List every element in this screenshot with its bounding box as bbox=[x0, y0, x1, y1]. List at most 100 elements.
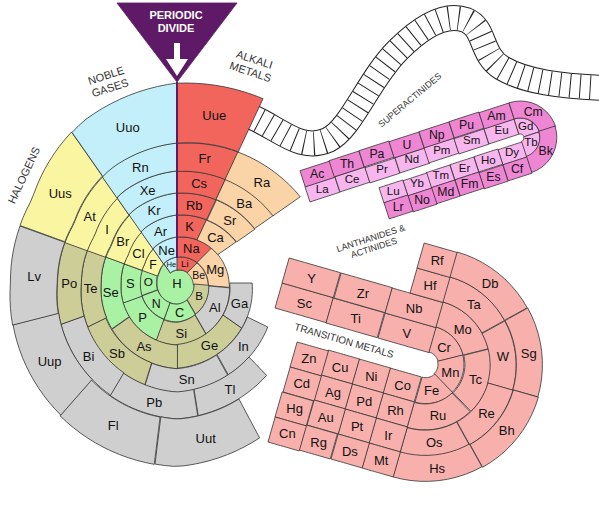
element-symbol: Pt bbox=[351, 420, 363, 433]
element-symbol: Th bbox=[340, 158, 354, 170]
element-symbol: Te bbox=[84, 281, 98, 294]
element-symbol: At bbox=[83, 209, 95, 222]
element-symbol: Ra bbox=[254, 175, 271, 188]
cell-shape bbox=[197, 248, 229, 287]
element-symbol: Be bbox=[192, 270, 205, 281]
element-symbol: Po bbox=[61, 276, 77, 289]
element-symbol: Ds bbox=[342, 445, 358, 458]
element-symbol: Os bbox=[426, 436, 443, 449]
cell-shape bbox=[334, 273, 392, 313]
cell-shape bbox=[389, 132, 424, 158]
element-symbol: Cm bbox=[524, 106, 543, 118]
element-symbol: Re bbox=[478, 407, 495, 420]
element-symbol: Ac bbox=[310, 168, 324, 180]
element-symbol: Sg bbox=[521, 347, 537, 360]
element-symbol: Uut bbox=[196, 431, 216, 444]
element-symbol: Ni bbox=[365, 370, 377, 383]
element-symbol: Md bbox=[437, 186, 454, 198]
element-symbol: Ga bbox=[231, 296, 248, 309]
element-symbol: Cs bbox=[191, 177, 207, 190]
element-symbol: La bbox=[316, 184, 329, 196]
element-symbol: Uue bbox=[202, 108, 226, 121]
element-symbol: Zr bbox=[357, 286, 369, 299]
group-label: ALKALI METALS bbox=[222, 45, 282, 86]
cell-shape bbox=[449, 112, 484, 138]
cell-shape bbox=[470, 390, 538, 467]
element-cell: Bh bbox=[469, 389, 539, 468]
element-symbol: Uus bbox=[49, 187, 72, 200]
cell-shape bbox=[300, 161, 335, 187]
element-symbol: Hf bbox=[424, 279, 437, 292]
element-cell: Uue bbox=[176, 82, 264, 153]
element-symbol: Xe bbox=[140, 183, 156, 196]
element-symbol: Eu bbox=[495, 126, 509, 138]
cell-shape bbox=[117, 3, 237, 82]
element-symbol: F bbox=[149, 258, 157, 270]
element-symbol: W bbox=[497, 350, 509, 363]
cell-shape bbox=[225, 152, 300, 216]
cell-shape bbox=[419, 122, 454, 148]
element-symbol: Lu bbox=[387, 186, 400, 198]
element-symbol: Uup bbox=[38, 355, 62, 368]
cell-shape bbox=[81, 250, 106, 327]
element-symbol: Bk bbox=[538, 145, 552, 157]
element-symbol: Ge bbox=[201, 339, 218, 352]
element-symbol: Co bbox=[394, 379, 411, 392]
element-symbol: U bbox=[402, 139, 411, 151]
cell-shape bbox=[13, 313, 92, 415]
element-cell: Mg bbox=[196, 247, 230, 288]
element-symbol: Ir bbox=[384, 429, 392, 442]
element-symbol: Rb bbox=[186, 198, 203, 211]
element-symbol: Ta bbox=[467, 297, 481, 310]
element-symbol: Pu bbox=[459, 119, 474, 131]
cell-shape bbox=[505, 308, 542, 397]
element-symbol: K bbox=[185, 220, 194, 233]
element-symbol: Cd bbox=[293, 377, 310, 390]
divide-stroke bbox=[176, 82, 178, 258]
cell-shape bbox=[155, 399, 260, 466]
band-fill bbox=[250, 18, 599, 144]
element-cell: Y bbox=[281, 257, 341, 299]
element-symbol: Sn bbox=[179, 372, 195, 385]
element-symbol: Tl bbox=[225, 383, 236, 396]
element-cell: Cn bbox=[267, 416, 307, 452]
cell-shape bbox=[282, 258, 340, 298]
element-symbol: Br bbox=[116, 235, 129, 248]
element-symbol: Al bbox=[209, 301, 221, 314]
element-symbol: Ne bbox=[158, 244, 175, 257]
element-symbol: Lr bbox=[393, 201, 404, 213]
element-symbol: Ti bbox=[350, 311, 360, 324]
element-symbol: Uuo bbox=[116, 120, 140, 133]
element-symbol: Ho bbox=[481, 155, 496, 167]
element-symbol: Sm bbox=[463, 135, 480, 147]
element-symbol: I bbox=[105, 223, 109, 236]
cell-shape bbox=[450, 252, 527, 320]
element-symbol: Mg bbox=[206, 263, 224, 276]
element-symbol: Rg bbox=[310, 436, 327, 449]
element-symbol: Hs bbox=[429, 462, 445, 475]
element-cell: Sg bbox=[504, 307, 543, 398]
cell-shape bbox=[177, 83, 263, 152]
element-cell: Zr bbox=[333, 272, 393, 314]
element-symbol: B bbox=[195, 291, 203, 303]
element-symbol: Cu bbox=[332, 361, 349, 374]
element-symbol: Fl bbox=[108, 419, 119, 432]
element-cell: Uut bbox=[154, 398, 261, 467]
element-symbol: As bbox=[136, 340, 151, 353]
element-symbol: Cl bbox=[132, 247, 144, 260]
element-symbol: Fr bbox=[199, 152, 211, 165]
cell-shape bbox=[10, 226, 65, 325]
element-symbol: Se bbox=[103, 285, 119, 298]
element-symbol: Np bbox=[429, 129, 445, 141]
element-symbol: Pb bbox=[146, 395, 162, 408]
element-symbol: Pr bbox=[376, 164, 388, 176]
cell-shape bbox=[417, 243, 458, 278]
cell-shape bbox=[121, 264, 142, 303]
element-symbol: Rh bbox=[387, 404, 404, 417]
element-symbol: Db bbox=[482, 277, 499, 290]
element-symbol: N bbox=[152, 298, 161, 310]
cell-shape bbox=[359, 141, 394, 167]
divide-arrow bbox=[166, 43, 188, 76]
element-symbol: In bbox=[238, 339, 249, 352]
element-symbol: Tc bbox=[469, 373, 482, 386]
